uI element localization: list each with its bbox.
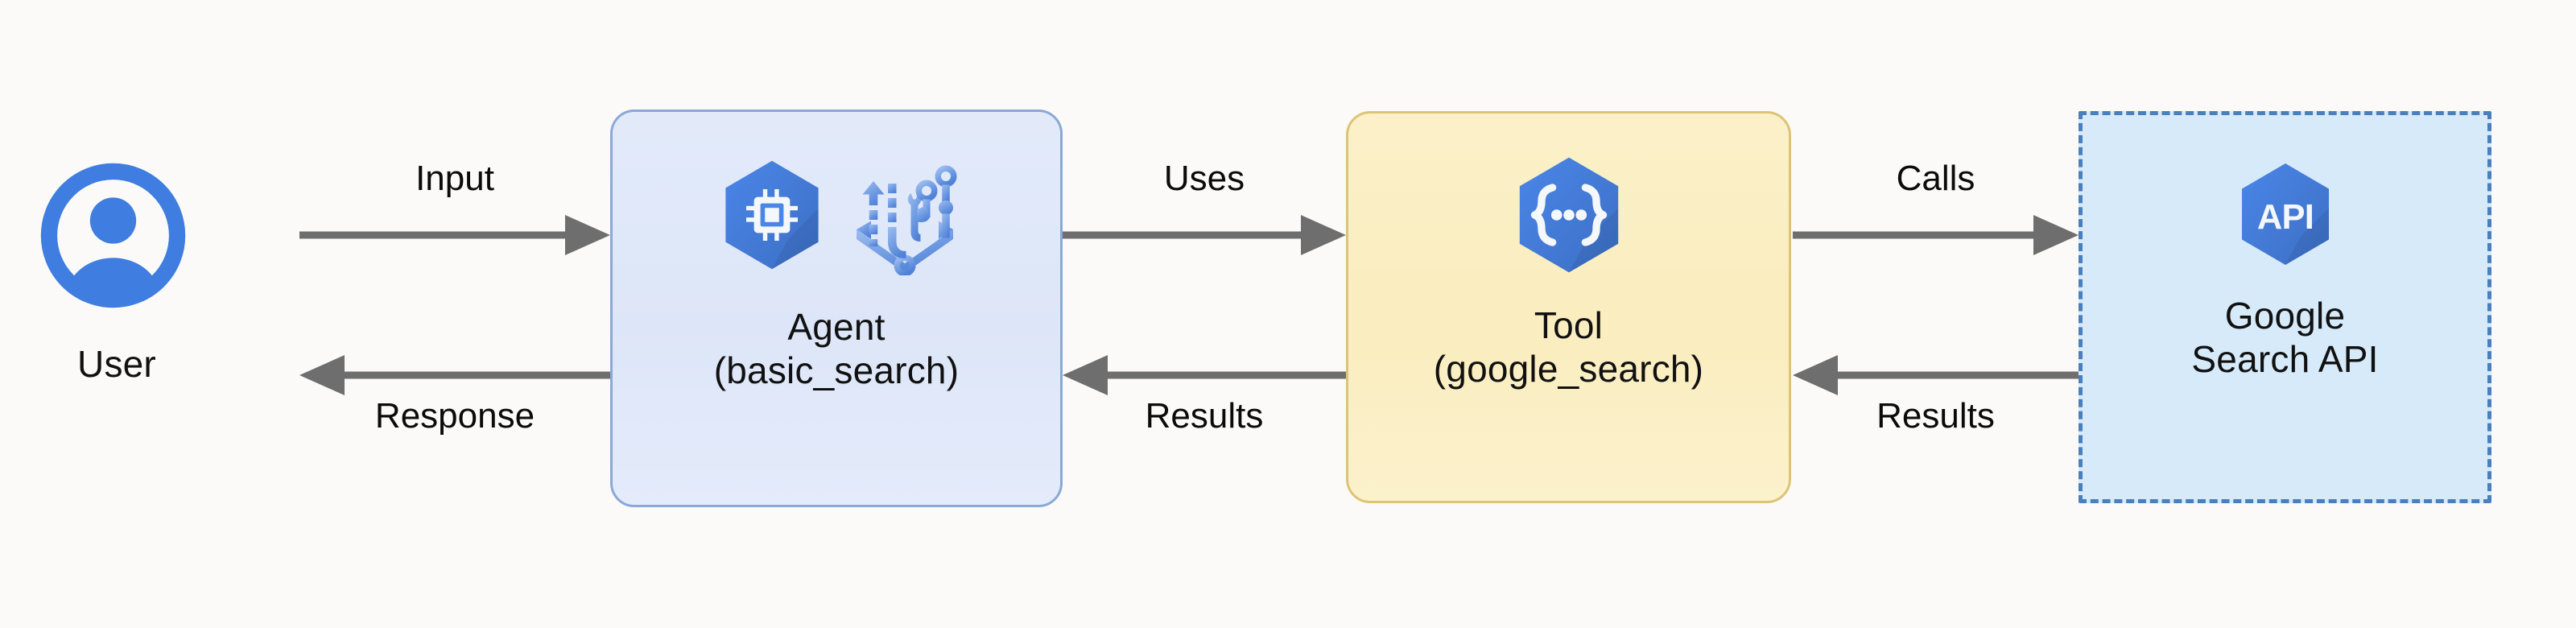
- arrow-agent-to-tool: [1063, 215, 1346, 255]
- arrow-user-to-agent: [299, 215, 610, 255]
- cpu-hexagon-icon: [708, 151, 836, 283]
- tool-icon-group: [1348, 152, 1789, 281]
- api-hexagon-icon: API: [2225, 154, 2346, 279]
- edge-label-response: Response: [374, 396, 535, 436]
- agent-icon-group: [613, 152, 1060, 281]
- edge-label-calls: Calls: [1896, 159, 1975, 198]
- user-avatar-icon: [39, 161, 188, 310]
- node-user[interactable]: User: [24, 161, 209, 403]
- edge-label-results-tool: Results: [1145, 396, 1264, 436]
- node-google-search-api[interactable]: API Google Search API: [2079, 111, 2491, 503]
- api-icon-group: API: [2083, 155, 2487, 276]
- api-hexagon-icon-text: API: [2256, 198, 2313, 237]
- workflow-pipeline-icon: [844, 155, 965, 279]
- edge-label-results-api: Results: [1876, 396, 1995, 436]
- node-user-label: User: [77, 343, 156, 385]
- arrow-api-to-tool: [1793, 355, 2079, 395]
- arrow-tool-to-api: [1793, 215, 2079, 255]
- node-api-label: Google Search API: [2191, 295, 2379, 380]
- arrow-tool-to-agent: [1063, 355, 1346, 395]
- node-agent-label: Agent (basic_search): [713, 306, 960, 391]
- node-agent[interactable]: Agent (basic_search): [610, 109, 1063, 507]
- node-tool-label: Tool (google_search): [1433, 304, 1704, 390]
- arrow-agent-to-user: [299, 355, 610, 395]
- edge-label-input: Input: [415, 159, 494, 198]
- node-tool[interactable]: Tool (google_search): [1346, 111, 1791, 503]
- edge-label-uses: Uses: [1163, 159, 1245, 198]
- braces-hexagon-icon: [1501, 147, 1637, 287]
